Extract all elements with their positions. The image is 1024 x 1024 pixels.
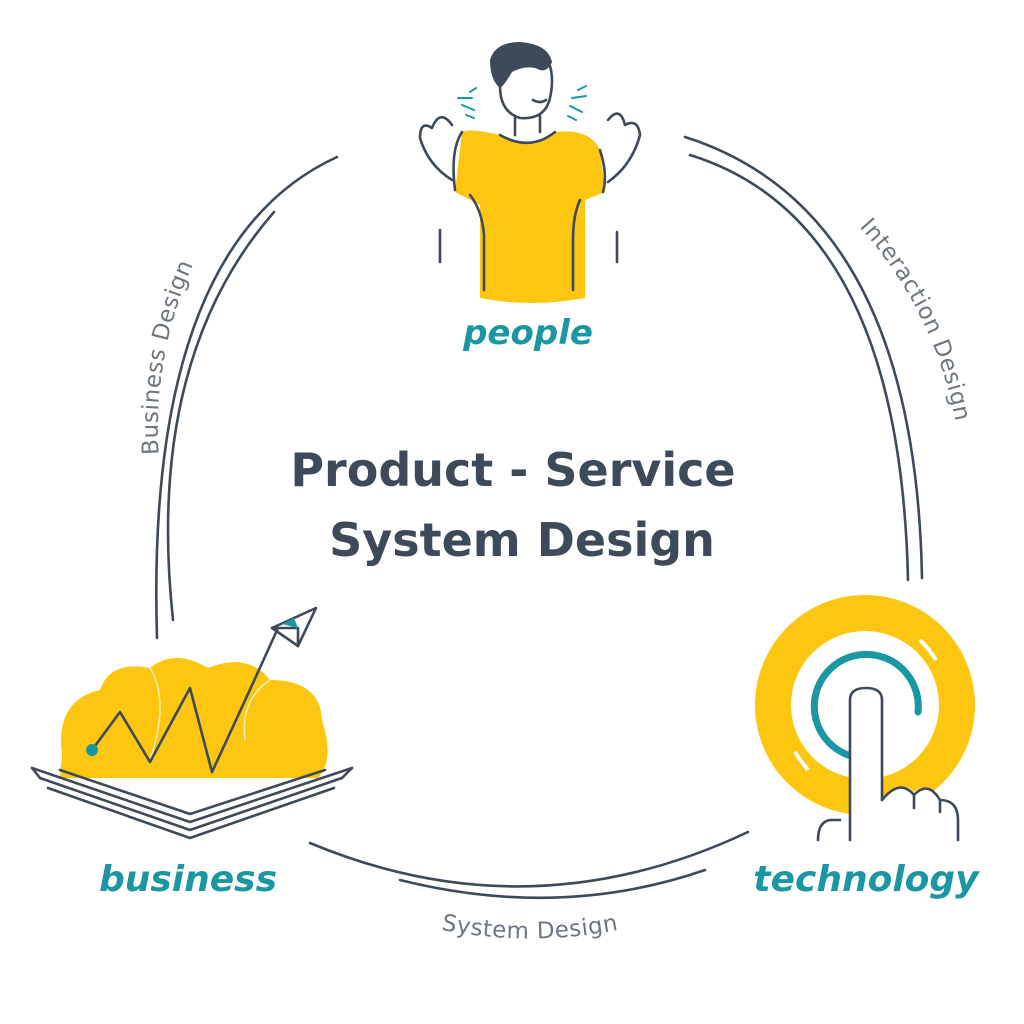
node-label-technology: technology	[753, 859, 980, 900]
title-line-2: System Design	[329, 513, 715, 567]
finger-touch-button-icon	[755, 595, 975, 842]
person-shrug-icon	[418, 42, 642, 303]
cycle-arc-right	[683, 135, 924, 582]
center-title: Product - Service System Design	[290, 443, 735, 567]
cycle-arc-bottom	[308, 830, 750, 900]
open-book-growth-chart-icon	[30, 606, 354, 840]
title-line-1: Product - Service	[290, 443, 735, 497]
arc-label-system-design: System Design	[440, 910, 620, 945]
node-label-business: business	[99, 859, 277, 900]
node-label-people: people	[462, 313, 593, 353]
cycle-arc-left	[155, 155, 339, 640]
arc-label-interaction-design: Interaction Design	[855, 213, 976, 423]
